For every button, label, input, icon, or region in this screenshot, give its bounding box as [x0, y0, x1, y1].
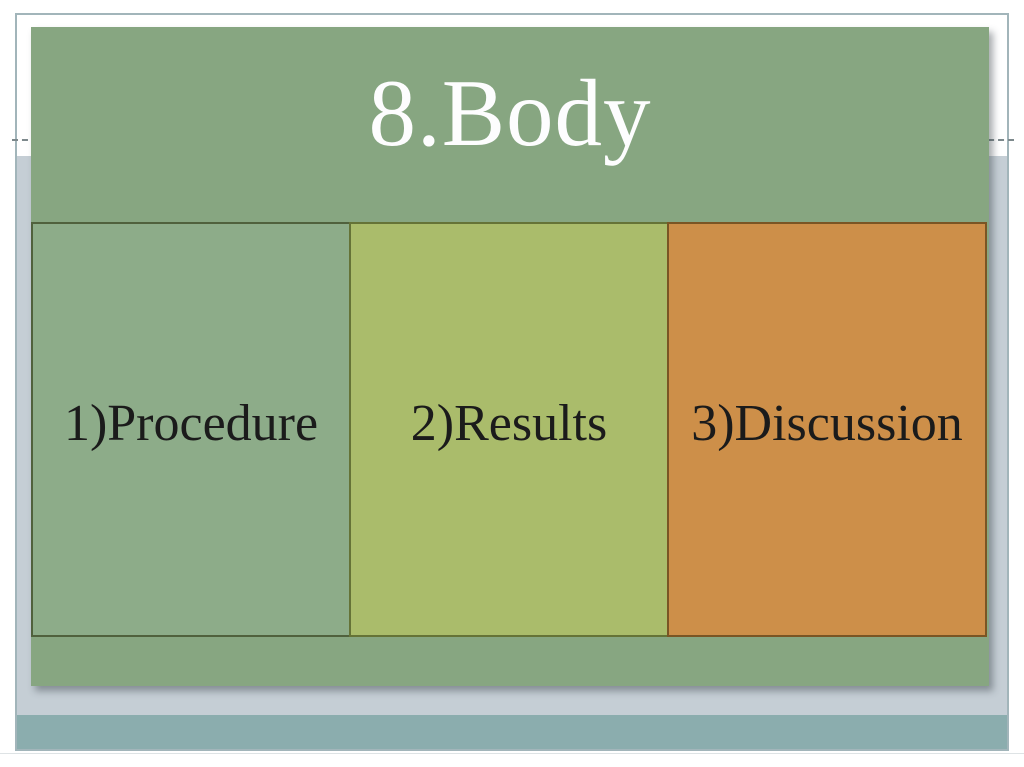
column-procedure-label: 1)Procedure — [63, 394, 319, 452]
slide-footer-band — [17, 715, 1007, 749]
column-procedure: 1)Procedure — [31, 222, 351, 637]
columns-row: 1)Procedure 2)Results 3)Discussion — [31, 222, 987, 637]
column-discussion: 3)Discussion — [667, 222, 987, 637]
column-discussion-label: 3)Discussion — [691, 394, 963, 452]
column-results: 2)Results — [349, 222, 669, 637]
slide-title: 8.Body — [368, 60, 652, 166]
column-results-label: 2)Results — [410, 394, 608, 452]
page-bottom-edge-line — [0, 753, 1024, 754]
